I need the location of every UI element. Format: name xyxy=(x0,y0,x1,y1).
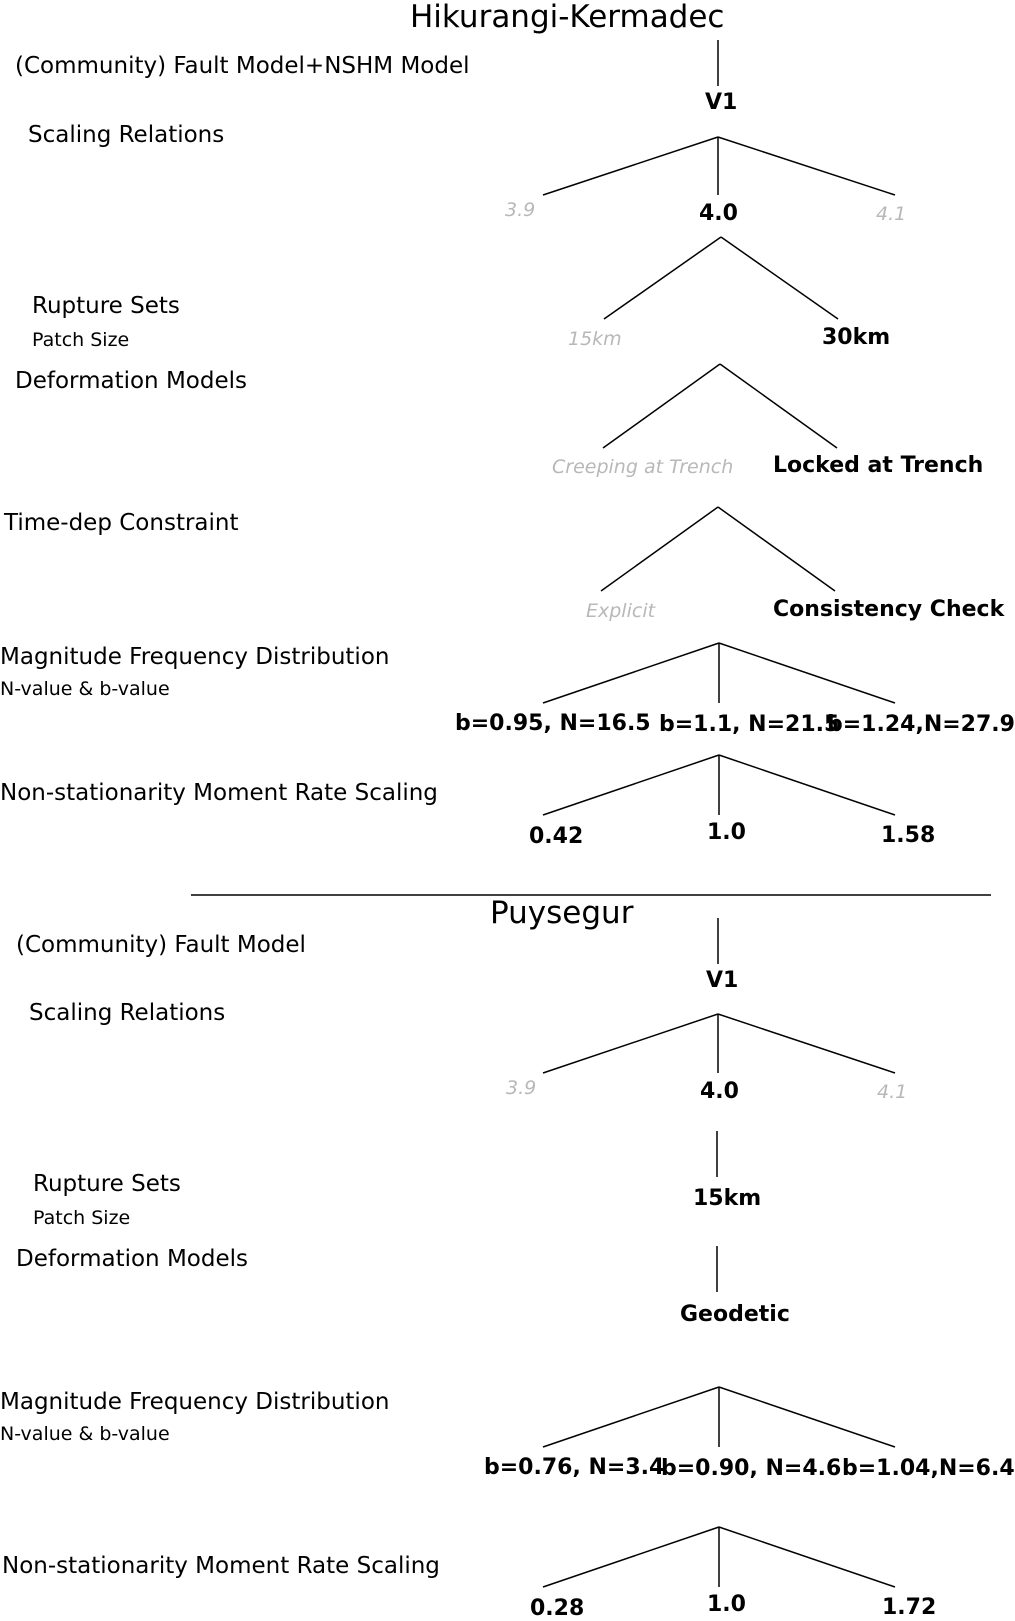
edge xyxy=(542,1386,720,1448)
node-nonstat: 1.72 xyxy=(882,1595,937,1620)
level-sublabel-mfd: N-value & b-value xyxy=(0,1423,170,1445)
node-timedep-selected: Consistency Check xyxy=(773,597,1005,622)
edge xyxy=(719,363,838,449)
level-label-mfd: Magnitude Frequency Distribution xyxy=(0,644,390,670)
node-nonstat: 0.42 xyxy=(529,824,584,849)
level-label-scaling: Scaling Relations xyxy=(29,1000,226,1026)
level-label-deformation: Deformation Models xyxy=(16,1246,248,1272)
level-sublabel-patch-size: Patch Size xyxy=(32,329,130,351)
node-nonstat: 1.0 xyxy=(707,820,746,845)
node-mfd: b=0.76, N=3.4 xyxy=(484,1455,665,1480)
edge xyxy=(603,236,722,320)
node-timedep-alt: Explicit xyxy=(586,600,656,622)
level-label-deformation: Deformation Models xyxy=(15,368,247,394)
level-label-timedep: Time-dep Constraint xyxy=(4,510,239,536)
edge xyxy=(718,1526,896,1588)
node-scaling-alt: 4.1 xyxy=(877,1081,908,1103)
puysegur-title: Puysegur xyxy=(490,895,634,931)
level-label-nonstat: Non-stationarity Moment Rate Scaling xyxy=(0,780,438,806)
level-label-rupture-sets: Rupture Sets xyxy=(33,1171,181,1197)
edge xyxy=(717,136,896,196)
node-mfd: b=1.1, N=21.5 xyxy=(659,712,840,737)
edge xyxy=(717,506,836,592)
node-nonstat: 0.28 xyxy=(530,1596,585,1621)
edge xyxy=(717,1013,896,1074)
hikurangi-title: Hikurangi-Kermadec xyxy=(410,0,725,35)
node-deformation-alt: Creeping at Trench xyxy=(552,456,734,478)
level-label-mfd: Magnitude Frequency Distribution xyxy=(0,1389,390,1415)
node-patch-selected: 30km xyxy=(822,325,891,350)
node-scaling-selected: 4.0 xyxy=(700,1079,739,1104)
node-scaling-selected: 4.0 xyxy=(699,201,738,226)
edge xyxy=(542,1526,720,1588)
edge xyxy=(718,642,896,704)
node-deformation-selected: Geodetic xyxy=(680,1302,790,1327)
edge xyxy=(542,754,720,816)
edge xyxy=(718,1386,896,1448)
node-fault-v1: V1 xyxy=(706,968,739,993)
node-scaling-alt: 4.1 xyxy=(876,203,907,225)
node-fault-v1: V1 xyxy=(705,90,738,115)
node-patch-alt: 15km xyxy=(568,328,622,350)
node-scaling-alt: 3.9 xyxy=(505,199,536,221)
edge xyxy=(718,754,896,816)
level-label-fault-model: (Community) Fault Model+NSHM Model xyxy=(15,53,470,79)
level-label-rupture-sets: Rupture Sets xyxy=(32,293,180,319)
edge xyxy=(720,236,839,320)
edge xyxy=(602,363,721,449)
edge xyxy=(542,136,719,196)
node-mfd: b=0.90, N=4.6 xyxy=(661,1456,842,1481)
node-mfd: b=1.24,N=27.9 xyxy=(827,712,1015,737)
edge xyxy=(542,642,720,704)
level-label-nonstat: Non-stationarity Moment Rate Scaling xyxy=(2,1553,440,1579)
node-nonstat: 1.0 xyxy=(707,1592,746,1617)
level-sublabel-mfd: N-value & b-value xyxy=(0,678,170,700)
node-patch-selected: 15km xyxy=(693,1186,762,1211)
level-sublabel-patch-size: Patch Size xyxy=(33,1207,131,1229)
node-nonstat: 1.58 xyxy=(881,823,936,848)
node-mfd: b=1.04,N=6.4 xyxy=(842,1456,1015,1481)
edge xyxy=(600,506,719,592)
node-mfd: b=0.95, N=16.5 xyxy=(455,711,651,736)
level-label-fault-model: (Community) Fault Model xyxy=(16,932,306,958)
node-scaling-alt: 3.9 xyxy=(506,1077,537,1099)
edge xyxy=(542,1013,719,1074)
node-deformation-selected: Locked at Trench xyxy=(773,453,984,478)
level-label-scaling: Scaling Relations xyxy=(28,122,225,148)
